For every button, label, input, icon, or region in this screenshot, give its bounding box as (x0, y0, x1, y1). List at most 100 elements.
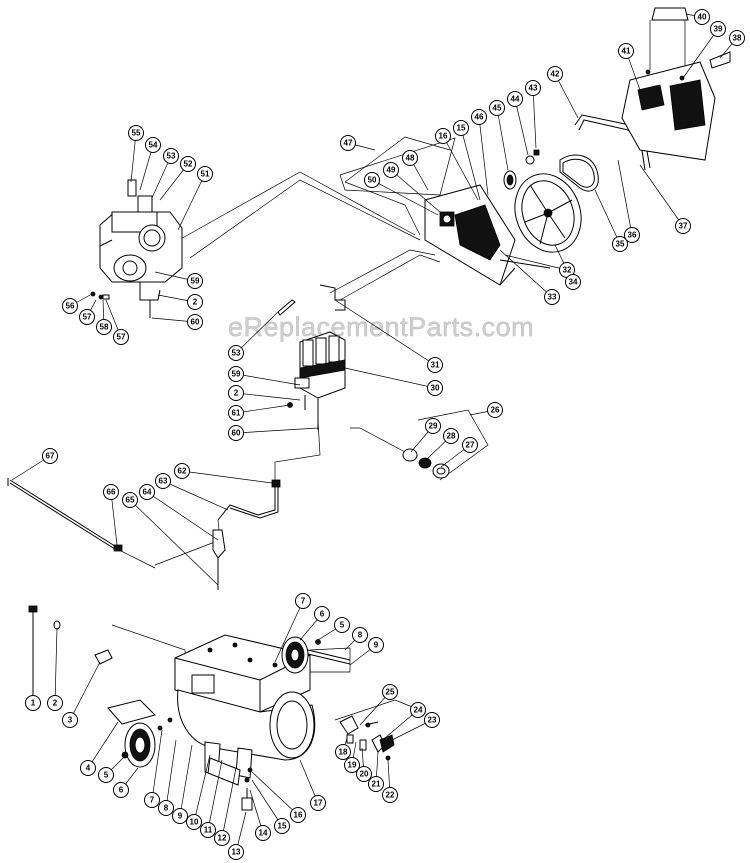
callout-label: 47 (344, 139, 353, 148)
callout-c35: 35 (612, 236, 628, 252)
callout-label: 6 (320, 610, 325, 619)
callout-label: 15 (278, 822, 287, 831)
callout-label: 19 (348, 761, 357, 770)
engine-assembly (90, 179, 183, 318)
callout-circle (340, 135, 356, 151)
callout-circle (103, 484, 119, 500)
callout-label: 39 (714, 25, 723, 34)
callout-circle (352, 627, 368, 643)
callout-c2: 2 (228, 385, 244, 401)
callout-label: 16 (439, 132, 448, 141)
callout-label: 18 (339, 748, 348, 757)
callout-c3: 3 (62, 712, 78, 728)
callout-circle (96, 319, 112, 335)
callout-circle (471, 109, 487, 125)
callout-label: 38 (733, 34, 742, 43)
callout-label: 53 (232, 349, 241, 358)
callout-circle (113, 329, 129, 345)
leader-line-c16 (251, 771, 299, 816)
callout-label: 8 (358, 631, 363, 640)
callout-c53: 53 (163, 148, 179, 164)
callout-c4: 4 (80, 760, 96, 776)
callout-circle (274, 818, 290, 834)
callout-label: 21 (372, 780, 381, 789)
callout-label: 55 (132, 129, 141, 138)
callout-label: 16 (294, 811, 303, 820)
callout-c20: 20 (356, 766, 372, 782)
leader-line-c39 (682, 28, 719, 79)
callout-c49: 49 (383, 162, 399, 178)
callout-c51: 51 (197, 166, 213, 182)
callout-label: 45 (493, 104, 502, 113)
callout-circle (62, 712, 78, 728)
callout-c53: 53 (228, 345, 244, 361)
leader-line-c50 (371, 179, 439, 216)
callout-c55: 55 (128, 125, 144, 141)
callout-label: 37 (679, 222, 688, 231)
callout-label: 49 (387, 166, 396, 175)
callout-label: 1 (31, 699, 36, 708)
callout-circle (314, 606, 330, 622)
callout-circle (356, 766, 372, 782)
callout-label: 46 (475, 113, 484, 122)
callout-c25: 25 (382, 684, 398, 700)
callout-c10: 10 (186, 814, 202, 830)
callout-label: 29 (429, 422, 438, 431)
leader-line-c36 (617, 159, 633, 236)
callout-circle (144, 792, 160, 808)
belt-guard-cover (621, 7, 731, 161)
callout-c2: 2 (47, 695, 63, 711)
leader-line-c33 (499, 249, 553, 298)
callout-circle (228, 405, 244, 421)
leader-line-c4 (87, 721, 119, 769)
leader-line-c35 (594, 189, 621, 245)
callout-label: 22 (386, 791, 395, 800)
callout-circle (139, 484, 155, 500)
callout-label: 7 (301, 597, 306, 606)
callout-circle (453, 120, 469, 136)
callout-c56: 56 (62, 298, 78, 314)
callout-c59: 59 (228, 366, 244, 382)
callout-circle (382, 684, 398, 700)
callout-c62: 62 (174, 463, 190, 479)
leader-line-c10 (193, 754, 211, 823)
leader-line-c66 (110, 491, 118, 546)
callout-circle (427, 380, 443, 396)
callout-c15: 15 (453, 120, 469, 136)
callout-c48: 48 (402, 150, 418, 166)
leader-line-c51 (177, 173, 206, 231)
callout-c9: 9 (368, 637, 384, 653)
callout-label: 60 (232, 429, 241, 438)
leader-line-c31 (334, 299, 436, 366)
callout-label: 44 (511, 95, 520, 104)
callout-label: 42 (551, 70, 560, 79)
callout-circle (410, 702, 426, 718)
callout-c23: 23 (424, 712, 440, 728)
callout-label: 23 (428, 716, 437, 725)
callout-circle (174, 463, 190, 479)
callout-circle (158, 800, 174, 816)
callout-c31: 31 (427, 357, 443, 373)
callout-label: 32 (563, 266, 572, 275)
callout-circle (187, 314, 203, 330)
callout-circle (172, 808, 188, 824)
callout-circle (80, 760, 96, 776)
callout-label: 2 (193, 298, 198, 307)
callout-circle (228, 345, 244, 361)
callout-circle (228, 366, 244, 382)
callout-label: 59 (232, 370, 241, 379)
callout-c44: 44 (507, 91, 523, 107)
callout-c45: 45 (489, 100, 505, 116)
callout-circle (368, 637, 384, 653)
callout-label: 48 (406, 154, 415, 163)
callout-c12: 12 (214, 830, 230, 846)
callout-c47: 47 (340, 135, 356, 151)
callout-label: 33 (548, 293, 557, 302)
callout-circle (565, 274, 581, 290)
callout-c57: 57 (79, 309, 95, 325)
callout-circle (729, 30, 745, 46)
callout-label: 66 (107, 488, 116, 497)
callout-label: 41 (622, 47, 631, 56)
